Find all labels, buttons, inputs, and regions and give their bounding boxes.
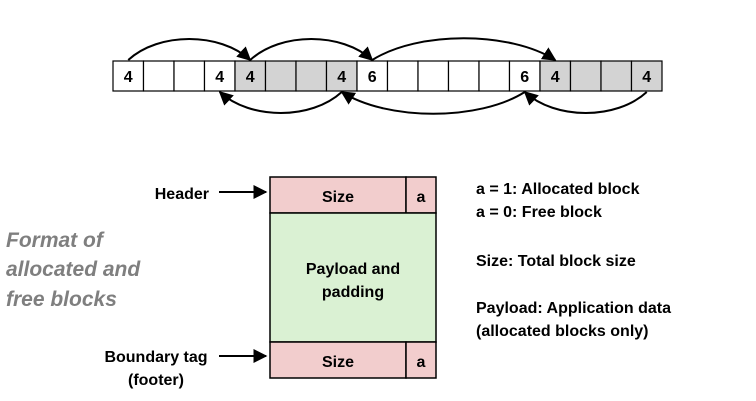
heap-word-allocated (295, 60, 328, 92)
prev-block-link (340, 91, 526, 115)
heap-word-free (417, 60, 450, 92)
payload-text-line2: padding (322, 284, 384, 301)
footer-size-field (269, 341, 407, 379)
next-block-link (127, 38, 252, 61)
header-size-text: Size (322, 189, 354, 206)
side-title-line3: free blocks (6, 288, 117, 311)
next-block-link (371, 37, 557, 61)
footer-label-line2: (footer) (128, 372, 184, 389)
heap-links (127, 37, 648, 115)
legend-payload-note: (allocated blocks only) (476, 323, 648, 340)
header-flag-field (405, 176, 437, 214)
heap-word-value: 6 (368, 69, 377, 86)
heap-word-allocated (539, 60, 572, 92)
footer-label-line1: Boundary tag (104, 349, 207, 366)
heap-word-value: 4 (215, 69, 224, 86)
heap-word-value: 4 (337, 69, 346, 86)
footer-flag-text: a (417, 354, 426, 371)
legend-payload: Payload: Application data (476, 300, 671, 317)
heap-word-free (173, 60, 206, 92)
heap-row: 4 4 4 4 6 6 4 4 (112, 60, 663, 92)
heap-word-free (112, 60, 145, 92)
payload-text-line1: Payload and (306, 261, 400, 278)
next-block-link (249, 38, 374, 61)
heap-word-allocated (569, 60, 602, 92)
footer-size-text: Size (322, 354, 354, 371)
prev-block-link (218, 91, 343, 114)
prev-block-link (523, 91, 648, 114)
heap-word-allocated (630, 60, 663, 92)
block-format: Size a Payload and padding Size a (269, 176, 437, 379)
heap-word-free (478, 60, 511, 92)
legend-size: Size: Total block size (476, 253, 636, 270)
header-flag-text: a (417, 189, 426, 206)
heap-word-free (356, 60, 389, 92)
heap-word-value: 4 (642, 69, 651, 86)
legend-allocated: a = 1: Allocated block (476, 181, 640, 198)
footer-flag-field (405, 341, 437, 379)
side-title-line1: Format of (6, 229, 105, 252)
heap-word-free (142, 60, 175, 92)
side-title-line2: allocated and (6, 258, 141, 281)
heap-word-value: 4 (551, 69, 560, 86)
payload-field (269, 212, 437, 343)
heap-word-allocated (600, 60, 633, 92)
heap-word-free (203, 60, 236, 92)
heap-word-free (386, 60, 419, 92)
heap-word-value: 6 (520, 69, 529, 86)
heap-word-value: 4 (124, 69, 133, 86)
heap-word-allocated (264, 60, 297, 92)
legend-free: a = 0: Free block (476, 204, 602, 221)
heap-word-free (508, 60, 541, 92)
heap-word-free (447, 60, 480, 92)
header-label: Header (155, 186, 209, 203)
heap-word-allocated (234, 60, 267, 92)
heap-word-value: 4 (246, 69, 255, 86)
